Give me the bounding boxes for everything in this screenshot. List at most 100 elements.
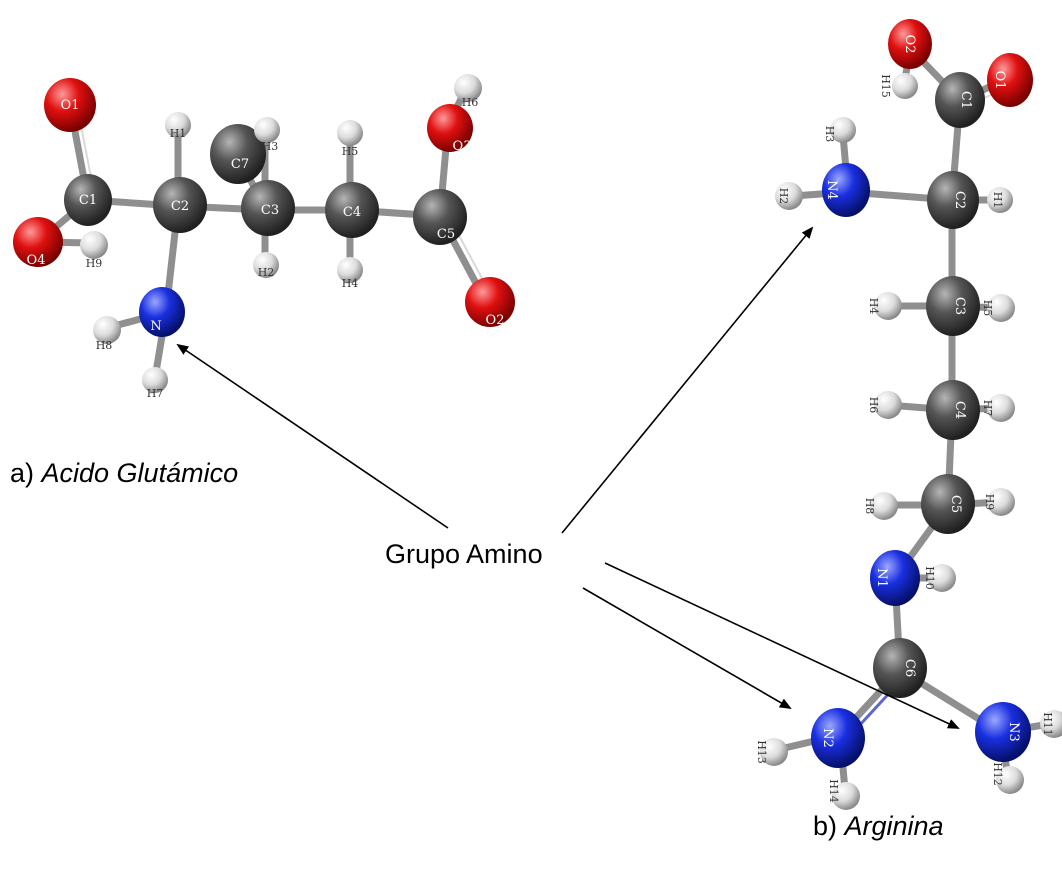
svg-text:H9: H9	[86, 257, 103, 270]
svg-text:N: N	[150, 319, 161, 334]
atom-c2: C2	[153, 177, 207, 233]
atom-h7: H7	[142, 367, 168, 400]
svg-text:C4: C4	[952, 401, 967, 419]
atom-n4: N4	[822, 163, 870, 217]
atom-h11: H11	[1040, 710, 1062, 738]
atom-h2: H2	[775, 182, 803, 210]
arrow-to-arginine-n2	[582, 587, 792, 710]
atom-c3: C3	[926, 276, 980, 336]
caption-glutamic-name: Acido Glutámico	[40, 458, 239, 488]
atom-n2: N2	[811, 708, 865, 768]
arginine-molecule: O2 H15 O1 C1 H3 H2 N4	[755, 19, 1062, 810]
svg-text:N2: N2	[820, 728, 835, 748]
atom-c7: C7	[210, 124, 266, 184]
atom-c6: C6	[873, 638, 927, 698]
svg-text:O3: O3	[453, 139, 472, 154]
atom-n3: N3	[975, 702, 1031, 762]
atom-h4: H4	[337, 257, 363, 290]
atom-o2: O2	[888, 19, 932, 69]
arrow-to-glutamic-amino	[176, 343, 449, 529]
svg-text:O2: O2	[902, 35, 917, 54]
svg-text:C4: C4	[343, 205, 361, 220]
arrow-to-arginine-n4	[561, 226, 814, 534]
atom-h1: H1	[987, 187, 1013, 213]
atom-o4: O4	[13, 217, 63, 268]
svg-text:H6: H6	[867, 397, 880, 414]
atom-h3: H3	[823, 117, 856, 143]
atom-h8: H8	[93, 316, 121, 352]
atom-o2: O2	[465, 277, 515, 328]
svg-text:H4: H4	[342, 277, 359, 290]
caption-glutamic-prefix: a)	[10, 458, 42, 488]
atom-h12: H12	[991, 762, 1024, 794]
atom-c1: C1	[64, 174, 112, 226]
svg-text:H13: H13	[755, 740, 768, 764]
atom-h7: H7	[981, 394, 1015, 422]
atom-h15: H15	[879, 73, 918, 99]
svg-text:H1: H1	[170, 127, 187, 140]
atom-c5: C5	[413, 189, 467, 245]
svg-text:H7: H7	[981, 400, 994, 417]
caption-arginine-name: Arginina	[843, 811, 944, 841]
grupo-amino-label: Grupo Amino	[385, 539, 543, 569]
atom-h5: H5	[337, 120, 363, 158]
atom-c3: C3	[241, 180, 295, 236]
svg-text:H5: H5	[981, 300, 994, 317]
svg-text:C3: C3	[261, 203, 279, 218]
svg-text:H1: H1	[991, 192, 1004, 209]
atom-h14: H14	[827, 779, 860, 810]
svg-text:O4: O4	[27, 253, 46, 268]
glutamic-acid-molecule: O1 C1 O4 H9 H1 C7 H3	[13, 74, 515, 400]
svg-text:C7: C7	[231, 157, 249, 172]
svg-text:H12: H12	[991, 762, 1004, 786]
svg-text:C5: C5	[948, 495, 963, 513]
svg-text:H5: H5	[342, 145, 359, 158]
svg-text:N3: N3	[1006, 722, 1021, 742]
svg-text:C3: C3	[952, 297, 967, 315]
atom-n1: N1	[870, 550, 920, 606]
atom-o3: O3	[427, 104, 473, 154]
atom-h1: H1	[165, 112, 191, 140]
svg-text:H8: H8	[863, 498, 876, 515]
atom-o1: O1	[44, 78, 96, 132]
atom-h9: H9	[80, 231, 108, 270]
caption-arginine: b) Arginina	[813, 811, 944, 841]
atom-n: N	[139, 287, 185, 337]
svg-text:H15: H15	[879, 74, 892, 98]
svg-text:C6: C6	[902, 659, 917, 677]
atom-h10: H10	[923, 564, 956, 592]
atom-h2: H2	[253, 252, 279, 279]
atom-h4: H4	[867, 292, 902, 320]
svg-text:H4: H4	[867, 298, 880, 315]
svg-text:H3: H3	[823, 126, 836, 143]
svg-text:H14: H14	[827, 779, 840, 803]
svg-text:H7: H7	[147, 387, 164, 400]
svg-text:O1: O1	[61, 98, 80, 113]
atom-h9: H9	[983, 488, 1015, 516]
caption-arginine-prefix: b)	[813, 811, 845, 841]
svg-text:O1: O1	[992, 71, 1007, 90]
svg-text:N1: N1	[874, 568, 889, 588]
caption-glutamic: a) Acido Glutámico	[10, 458, 238, 488]
svg-text:H9: H9	[983, 494, 996, 511]
svg-text:C1: C1	[79, 193, 97, 208]
svg-text:H6: H6	[462, 96, 479, 109]
atom-o1: O1	[987, 53, 1033, 107]
atom-h13: H13	[755, 738, 788, 766]
svg-text:C5: C5	[437, 227, 455, 242]
atom-c1: C1	[935, 72, 985, 128]
svg-text:C2: C2	[952, 191, 967, 209]
svg-text:H3: H3	[262, 140, 279, 153]
atom-c2: C2	[927, 171, 979, 229]
svg-text:C2: C2	[171, 199, 189, 214]
atom-h5: H5	[981, 294, 1015, 322]
arrow-to-arginine-n3	[604, 562, 960, 729]
svg-text:H8: H8	[96, 339, 113, 352]
atom-c4: C4	[325, 182, 379, 238]
atom-h3: H3	[254, 117, 280, 153]
svg-text:N4: N4	[824, 180, 839, 200]
svg-text:H2: H2	[258, 266, 275, 279]
svg-text:H2: H2	[777, 188, 790, 205]
svg-text:H10: H10	[923, 566, 936, 590]
